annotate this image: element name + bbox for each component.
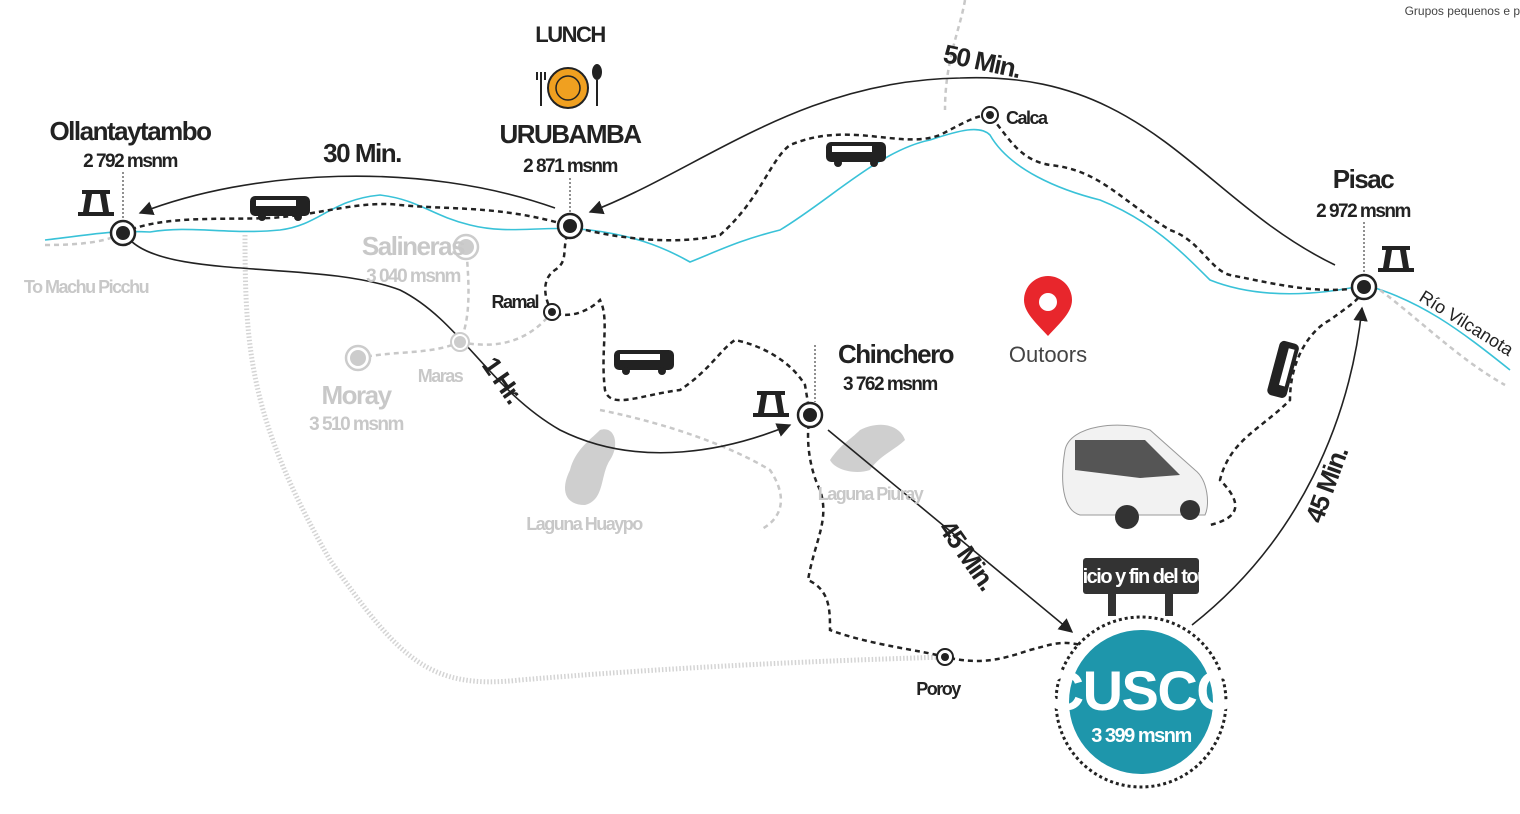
railway xyxy=(242,234,946,685)
calca-name: Calca xyxy=(1006,108,1049,128)
duration-ollantaytambo-urubamba: 30 Min. xyxy=(323,138,401,168)
poroy-name: Poroy xyxy=(916,679,961,699)
arrow-pisac-urubamba xyxy=(588,76,1336,266)
van-icon xyxy=(1267,340,1299,398)
stop-ramal[interactable] xyxy=(543,303,561,321)
lunch-label: LUNCH xyxy=(535,22,605,47)
stop-urubamba[interactable] xyxy=(556,212,584,240)
ramal-name: Ramal xyxy=(491,292,538,312)
ruins-icon xyxy=(753,391,789,417)
laguna-huaypo-shape xyxy=(565,429,616,505)
cusco-name: CUSCO xyxy=(1044,659,1239,722)
ruins-icon xyxy=(1378,246,1414,272)
laguna-piuray-shape xyxy=(830,424,905,472)
chinchero-alt: 3 762 msnm xyxy=(843,374,937,395)
road-urubamba-chinchero xyxy=(544,225,812,416)
duration-ollantaytambo-chinchero: 1 Hr. xyxy=(476,351,529,408)
top-note: Grupos pequenos e p xyxy=(1404,4,1520,18)
cusco-ring xyxy=(1054,615,1228,789)
van-illustration xyxy=(1062,424,1208,529)
duration-chinchero-cusco: 45 Min. xyxy=(933,514,1002,595)
stop-moray[interactable] xyxy=(344,344,372,372)
brand-name: Outoors xyxy=(1009,342,1087,367)
road-huaypo xyxy=(599,408,782,532)
van-icon xyxy=(614,350,674,375)
van-icon xyxy=(250,196,310,221)
ollantaytambo-alt: 2 792 msnm xyxy=(83,151,177,172)
arrow-chinchero-cusco xyxy=(827,429,1074,633)
stop-poroy[interactable] xyxy=(936,648,954,666)
stop-ollantaytambo[interactable] xyxy=(109,219,137,247)
label-leaders xyxy=(122,172,1365,402)
arrow-urubamba-ollantaytambo xyxy=(138,175,556,215)
road-north-calca xyxy=(943,0,967,111)
stop-salineras[interactable] xyxy=(452,233,480,261)
arrow-cusco-pisac xyxy=(1191,306,1368,626)
river-label: Río Vilcanota xyxy=(1416,286,1518,360)
van-icon xyxy=(826,142,886,167)
cusco-alt: 3 399 msnm xyxy=(1091,725,1191,747)
stop-pisac[interactable] xyxy=(1350,273,1378,301)
duration-cusco-pisac: 45 Min. xyxy=(1299,443,1354,526)
salineras-name: Salineras xyxy=(362,231,465,261)
salineras-alt: 3 040 msnm xyxy=(366,266,460,287)
road-route xyxy=(122,113,1367,527)
laguna-huaypo-label: Laguna Huaypo xyxy=(526,514,643,534)
start-end-sign: Inicio y fin del tour xyxy=(1068,558,1217,616)
ollantaytambo-name: Ollantaytambo xyxy=(49,116,211,146)
pisac-name: Pisac xyxy=(1333,164,1394,194)
urubamba-alt: 2 871 msnm xyxy=(523,156,617,177)
moray-alt: 3 510 msnm xyxy=(309,414,403,435)
lunch-plate-icon xyxy=(536,64,602,109)
stop-chinchero[interactable] xyxy=(796,401,824,429)
river-vilcanota xyxy=(44,128,1511,371)
urubamba-name: URUBAMBA xyxy=(499,119,642,149)
stop-maras[interactable] xyxy=(450,332,470,352)
road-chinchero-poroy-cusco xyxy=(806,414,1081,663)
machu-picchu-label: To Machu Picchu xyxy=(24,277,149,297)
moray-name: Moray xyxy=(321,380,392,410)
pisac-alt: 2 972 msnm xyxy=(1316,201,1410,222)
chinchero-name: Chinchero xyxy=(838,339,954,369)
maras-name: Maras xyxy=(418,366,464,386)
ruins-icon xyxy=(78,190,114,216)
cusco-marker[interactable] xyxy=(1069,630,1213,774)
road-maras-ramal xyxy=(459,311,553,346)
sign-text: Inicio y fin del tour xyxy=(1068,566,1216,588)
stop-calca[interactable] xyxy=(981,106,999,124)
road-east xyxy=(1379,289,1506,387)
outoors-logo: Outoors xyxy=(1009,276,1087,367)
laguna-piuray-label: Laguna Piuray xyxy=(818,484,924,504)
